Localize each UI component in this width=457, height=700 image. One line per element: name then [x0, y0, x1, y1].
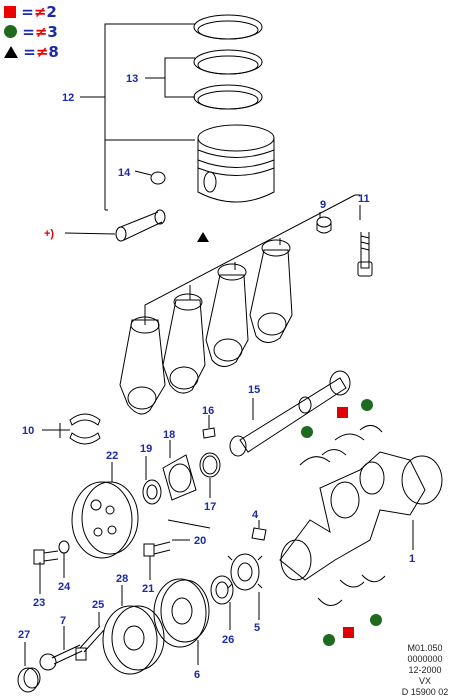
main-bearing-shells-upper [299, 425, 383, 466]
legend-text-square: =≠2 [21, 3, 57, 21]
legend-row-square: =≠2 [4, 2, 57, 22]
seal-ring [199, 452, 221, 478]
callout-4: 4 [252, 509, 259, 521]
callout-28: 28 [116, 573, 128, 585]
bolt-21 [143, 541, 171, 557]
legend-row-circle: =≠3 [4, 22, 58, 42]
callout-10: 10 [22, 425, 34, 437]
circle-marker-icon [361, 399, 373, 411]
callout-23: 23 [33, 597, 45, 609]
shaft [229, 370, 351, 457]
oil-seal [142, 479, 162, 505]
connecting-rod-bolt [357, 232, 373, 277]
square-marker-icon [337, 407, 348, 418]
callout-16: 16 [202, 405, 214, 417]
washer [58, 540, 70, 554]
seal-housing [162, 454, 197, 501]
piston-pin [115, 209, 166, 242]
callout-13: 13 [126, 73, 138, 85]
callout-6: 6 [194, 669, 200, 681]
footer-line-3: 12-2000 [408, 665, 441, 675]
main-bearing-shells-lower [317, 574, 386, 606]
crankshaft-pulley [71, 481, 139, 559]
piston-rings [193, 14, 263, 110]
crankshaft-gear [227, 553, 263, 591]
circle-marker-icon [323, 634, 335, 646]
circlip [150, 171, 166, 185]
callout-24: 24 [58, 581, 71, 593]
conrod-bearing-shells [69, 413, 101, 445]
callout-27: 27 [18, 629, 30, 641]
callout-22: 22 [106, 450, 118, 462]
piston [197, 124, 275, 203]
footer-line-2: 0000000 [407, 654, 442, 664]
small-end-bushing [316, 216, 332, 234]
legend-text-triangle: =≠8 [23, 43, 59, 61]
callout-17: 17 [204, 501, 216, 513]
square-marker-icon [343, 627, 354, 638]
callout-20: 20 [194, 535, 206, 547]
callout-26: 26 [222, 634, 234, 646]
circle-marker-icon [4, 25, 17, 38]
pulley-bolt-25 [75, 625, 105, 661]
callout-14: 14 [118, 167, 131, 179]
bolt-7 [39, 644, 83, 671]
callout-11: 11 [358, 193, 370, 205]
footer-line-1: M01.050 [407, 643, 442, 653]
belt-pulleys [102, 578, 210, 675]
connecting-rods [119, 239, 293, 415]
circle-marker-icon [370, 614, 382, 626]
callout-21: 21 [142, 583, 154, 595]
bracket-12 [104, 23, 195, 210]
callout-9: 9 [320, 199, 326, 211]
legend-row-triangle: =≠8 [4, 42, 59, 62]
crankshaft [279, 451, 443, 581]
special-callout: +) [44, 228, 54, 240]
callout-19: 19 [140, 443, 152, 455]
pulley-bolt [33, 549, 59, 565]
footer-line-5: D 15900 02 [402, 687, 449, 697]
callout-7: 7 [60, 615, 66, 627]
callout-25: 25 [92, 599, 104, 611]
crank-key [251, 527, 267, 541]
callout-12: 12 [62, 92, 74, 104]
callout-1: 1 [409, 553, 415, 565]
legend-text-circle: =≠3 [22, 23, 58, 41]
plug-cap [17, 667, 41, 693]
callout-15: 15 [248, 384, 260, 396]
callout-18: 18 [163, 429, 175, 441]
triangle-marker-icon [4, 46, 18, 58]
footer-line-4: VX [419, 676, 431, 686]
woodruff-key [202, 427, 216, 439]
circle-marker-icon [301, 426, 313, 438]
callout-5: 5 [254, 622, 260, 634]
thrust-washer [210, 575, 234, 605]
square-marker-icon [4, 6, 16, 18]
triangle-marker-icon [197, 232, 209, 242]
